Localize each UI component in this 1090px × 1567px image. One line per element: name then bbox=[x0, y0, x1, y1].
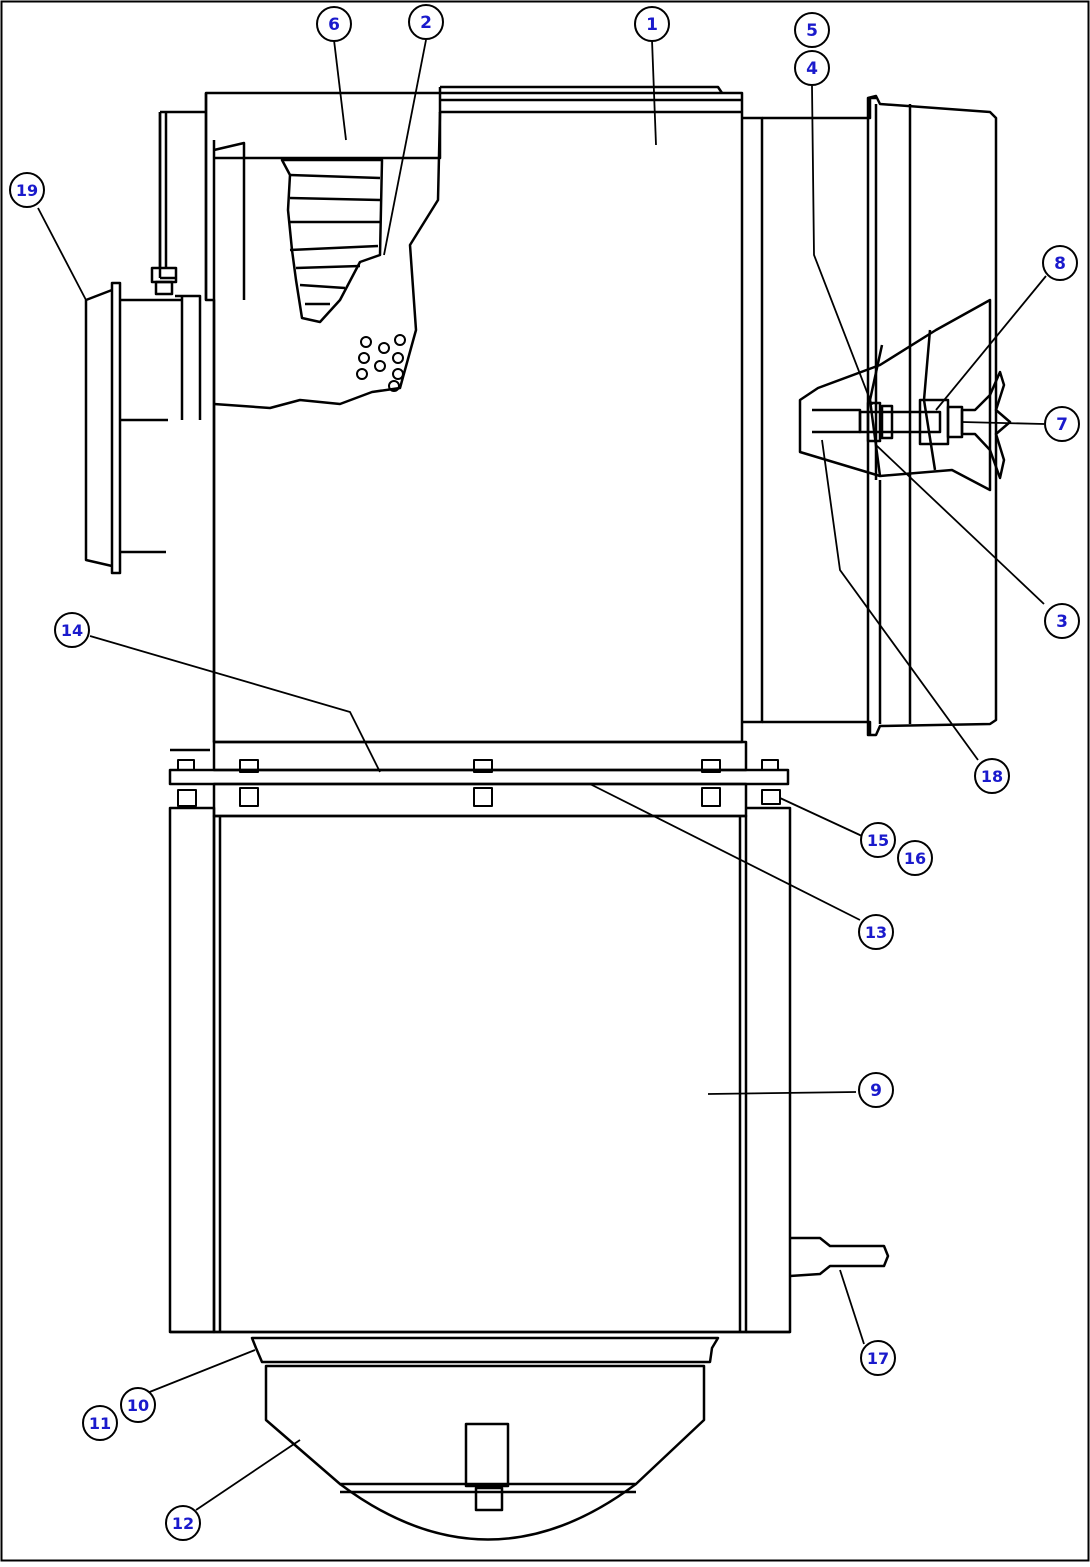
callout-8: 8 bbox=[1042, 245, 1078, 281]
svg-text:14: 14 bbox=[61, 621, 83, 640]
svg-text:8: 8 bbox=[1054, 254, 1066, 274]
upper-housing bbox=[204, 91, 744, 744]
callout-15: 15 bbox=[860, 822, 896, 858]
callout-12: 12 bbox=[165, 1505, 201, 1541]
filter-element-cutaway bbox=[280, 158, 384, 324]
callout-13: 13 bbox=[858, 914, 894, 950]
svg-text:17: 17 bbox=[867, 1349, 889, 1368]
svg-text:6: 6 bbox=[328, 15, 340, 35]
band-bolts bbox=[177, 759, 781, 807]
svg-text:16: 16 bbox=[904, 849, 926, 868]
restriction-tube bbox=[158, 112, 168, 268]
leader-lines bbox=[37, 39, 1047, 1511]
callout-6: 6 bbox=[316, 6, 352, 42]
dust-valve bbox=[464, 1422, 510, 1488]
callout-1: 1 bbox=[634, 6, 670, 42]
svg-text:5: 5 bbox=[806, 21, 818, 41]
clamp-bolt bbox=[858, 410, 942, 434]
callouts: 1 2 3 4 5 6 7 8 9 11 10 12 13 14 16 15 1… bbox=[9, 4, 1080, 1541]
callout-9: 9 bbox=[858, 1072, 894, 1108]
callout-4: 4 bbox=[794, 50, 830, 86]
outlet-collar bbox=[742, 116, 764, 724]
perforation-holes bbox=[356, 334, 406, 392]
outlet-flange bbox=[866, 94, 998, 737]
upper-band bbox=[212, 740, 748, 772]
svg-text:10: 10 bbox=[127, 1396, 149, 1415]
svg-text:18: 18 bbox=[981, 767, 1003, 786]
callout-2: 2 bbox=[408, 4, 444, 40]
svg-text:9: 9 bbox=[870, 1081, 882, 1101]
svg-text:3: 3 bbox=[1056, 612, 1068, 632]
svg-text:11: 11 bbox=[89, 1414, 111, 1433]
svg-text:4: 4 bbox=[806, 59, 818, 79]
callout-11: 11 bbox=[82, 1405, 118, 1441]
svg-text:13: 13 bbox=[865, 923, 887, 942]
callout-10: 10 bbox=[120, 1387, 156, 1423]
tube-nut bbox=[150, 266, 178, 284]
callout-7: 7 bbox=[1044, 406, 1080, 442]
svg-text:7: 7 bbox=[1056, 415, 1068, 435]
callout-17: 17 bbox=[860, 1340, 896, 1376]
torn-cutaway-border bbox=[213, 111, 442, 410]
callout-19: 19 bbox=[9, 172, 45, 208]
callout-18: 18 bbox=[974, 758, 1010, 794]
svg-text:1: 1 bbox=[646, 15, 658, 35]
callout-16: 16 bbox=[897, 840, 933, 876]
callout-5: 5 bbox=[794, 12, 830, 48]
svg-text:12: 12 bbox=[172, 1514, 194, 1533]
air-cleaner-body bbox=[84, 85, 1012, 1541]
dust-cup-rim bbox=[250, 1336, 720, 1364]
vacuator-tube bbox=[789, 1236, 890, 1278]
lower-housing bbox=[168, 806, 216, 1334]
callout-14: 14 bbox=[54, 612, 90, 648]
callout-3: 3 bbox=[1044, 603, 1080, 639]
clamp-body bbox=[798, 298, 992, 492]
svg-text:2: 2 bbox=[420, 13, 432, 33]
inlet-flange bbox=[110, 281, 122, 575]
svg-text:15: 15 bbox=[867, 831, 889, 850]
wing-nut bbox=[960, 370, 1012, 480]
svg-text:19: 19 bbox=[16, 181, 38, 200]
